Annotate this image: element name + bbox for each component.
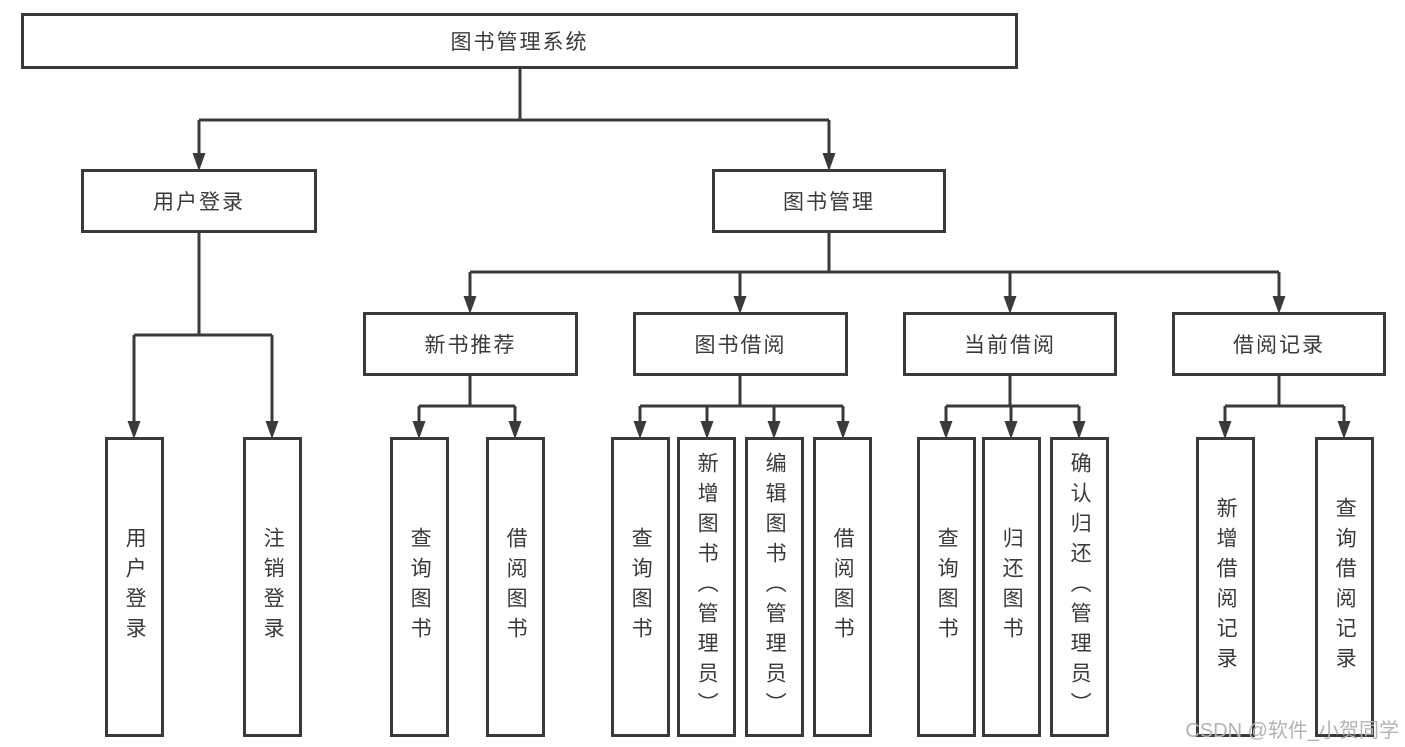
node-label: 借阅记录 (1233, 334, 1325, 357)
node-label: 新书推荐 (424, 334, 517, 357)
node-new-book-recommend: 新书推荐 (363, 312, 578, 376)
node-label: 查询图书 (408, 527, 432, 647)
node-current-borrowing: 当前借阅 (903, 312, 1117, 376)
connector-current-borrowing-to-leaves (939, 376, 1086, 439)
node-book-borrowing: 图书借阅 (633, 312, 848, 376)
node-leaf-edit-books-admin: 编辑图书（管理员） (745, 437, 804, 737)
node-library-management-system: 图书管理系统 (21, 13, 1018, 69)
node-label: 归还图书 (1000, 527, 1024, 647)
node-label: 注销登录 (261, 527, 285, 647)
node-leaf-logout: 注销登录 (243, 437, 302, 737)
node-label: 借阅图书 (504, 527, 528, 647)
node-label: 编辑图书（管理员） (763, 452, 787, 722)
node-leaf-user-login: 用户登录 (105, 437, 164, 737)
node-leaf-add-borrow-record: 新增借阅记录 (1196, 437, 1255, 737)
node-label: 查询图书 (629, 527, 653, 647)
node-label: 图书管理 (783, 191, 875, 214)
node-label: 查询图书 (935, 527, 959, 647)
connector-new-book-recommend-to-leaves (412, 376, 522, 439)
node-leaf-query-books-current: 查询图书 (917, 437, 976, 737)
node-leaf-confirm-return-admin: 确认归还（管理员） (1050, 437, 1109, 737)
node-label: 图书借阅 (694, 334, 787, 357)
csdn-watermark: CSDN @软件_小贺同学 (1185, 720, 1399, 742)
node-leaf-query-books-recommend: 查询图书 (390, 437, 449, 737)
node-label: 图书管理系统 (450, 31, 589, 54)
node-label: 新增借阅记录 (1214, 497, 1238, 677)
node-user-login: 用户登录 (81, 169, 317, 233)
node-leaf-return-books: 归还图书 (982, 437, 1041, 737)
node-label: 用户登录 (123, 527, 147, 647)
node-label: 当前借阅 (964, 334, 1056, 357)
connector-book-borrowing-to-leaves (633, 376, 850, 439)
connector-book-management-to-level3 (463, 233, 1286, 314)
node-leaf-query-books-borrowing: 查询图书 (611, 437, 670, 737)
connector-borrowing-records-to-leaves (1218, 376, 1351, 439)
node-borrowing-records: 借阅记录 (1172, 312, 1386, 376)
node-label: 用户登录 (153, 191, 245, 214)
node-leaf-add-books-admin: 新增图书（管理员） (677, 437, 736, 737)
node-label: 借阅图书 (831, 527, 855, 647)
node-leaf-borrow-books-recommend: 借阅图书 (486, 437, 545, 737)
connector-root-to-level2 (192, 69, 836, 171)
node-leaf-query-borrow-record: 查询借阅记录 (1315, 437, 1374, 737)
node-leaf-borrow-books: 借阅图书 (813, 437, 872, 737)
node-label: 查询借阅记录 (1333, 497, 1357, 677)
node-label: 新增图书（管理员） (695, 452, 719, 722)
connector-user-login-to-leaves (127, 233, 279, 439)
node-book-management: 图书管理 (712, 169, 946, 233)
node-label: 确认归还（管理员） (1068, 452, 1092, 722)
